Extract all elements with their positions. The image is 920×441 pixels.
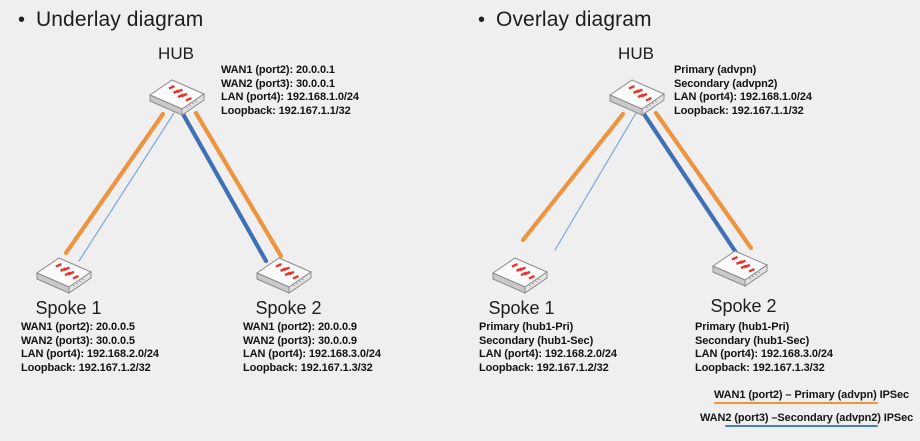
underlay-spoke1-router-icon	[33, 252, 95, 296]
link-hub-spoke2-wan1	[193, 110, 284, 259]
underlay-hub-router-icon	[146, 74, 208, 118]
overlay-spoke1-specs: Primary (hub1-Pri) Secondary (hub1-Sec) …	[479, 321, 617, 375]
spec-line: Loopback: 192.167.1.2/32	[479, 361, 609, 374]
legend-rule-blue	[725, 424, 878, 427]
underlay-heading: • Underlay diagram	[18, 8, 203, 31]
spec-line: LAN (port4): 192.168.1.0/24	[674, 91, 812, 104]
link-hub-spoke1-primary	[520, 111, 626, 243]
spec-line: WAN2 (port3): 30.0.0.9	[243, 334, 357, 347]
underlay-spoke2-specs: WAN1 (port2): 20.0.0.9 WAN2 (port3): 30.…	[243, 321, 381, 375]
spec-line: Primary (advpn)	[674, 64, 757, 76]
spec-line: LAN (port4): 192.168.3.0/24	[243, 348, 381, 361]
bullet-icon: •	[18, 9, 26, 31]
bullet-icon: •	[478, 9, 486, 31]
spec-line: WAN2 (port3): 30.0.0.1	[221, 77, 335, 90]
overlay-spoke2-specs: Primary (hub1-Pri) Secondary (hub1-Sec) …	[695, 321, 833, 375]
overlay-hub-specs: Primary (advpn) Secondary (advpn2) LAN (…	[674, 64, 812, 118]
overlay-spoke1-router-icon	[489, 252, 551, 296]
spec-line: WAN1 (port2): 20.0.0.5	[21, 321, 135, 333]
spec-line: Loopback: 192.167.1.2/32	[21, 361, 151, 374]
overlay-spoke1-label: Spoke 1	[488, 298, 555, 318]
link-hub-spoke1-thin	[554, 112, 637, 251]
spec-line: WAN2 (port3): 30.0.0.5	[21, 334, 135, 347]
spec-line: LAN (port4): 192.168.2.0/24	[479, 348, 617, 361]
spec-line: Loopback: 192.167.1.1/32	[674, 104, 804, 117]
spec-line: WAN1 (port2): 20.0.0.9	[243, 321, 357, 333]
spec-line: Loopback: 192.167.1.3/32	[243, 361, 373, 374]
overlay-hub-label: HUB	[618, 44, 654, 63]
ipsec-legend: WAN1 (port2) – Primary (advpn) IPSec WAN…	[692, 388, 914, 427]
overlay-heading: • Overlay diagram	[478, 8, 652, 31]
link-hub-spoke2-wan2	[180, 111, 269, 264]
spec-line: Secondary (advpn2)	[674, 77, 778, 90]
legend-line-wan1: WAN1 (port2) – Primary (advpn) IPSec	[692, 388, 914, 404]
spec-line: Loopback: 192.167.1.3/32	[695, 361, 825, 374]
link-hub-spoke1-wan1	[63, 111, 166, 256]
spec-line: LAN (port4): 192.168.1.0/24	[221, 91, 359, 104]
overlay-spoke2-router-icon	[709, 245, 771, 289]
legend-line-wan2-text: WAN2 (port3) –Secondary (advpn2) IPSec	[700, 412, 914, 424]
underlay-title: Underlay diagram	[36, 8, 204, 31]
spec-line: LAN (port4): 192.168.2.0/24	[21, 348, 159, 361]
spec-line: Primary (hub1-Pri)	[479, 321, 574, 333]
spec-line: Secondary (hub1-Sec)	[695, 334, 810, 347]
overlay-title: Overlay diagram	[496, 8, 652, 31]
legend-line-wan2: WAN2 (port3) –Secondary (advpn2) IPSec	[692, 411, 914, 427]
legend-rule-orange	[714, 401, 878, 404]
spec-line: WAN1 (port2): 20.0.0.1	[221, 64, 335, 76]
link-hub-spoke2-secondary	[641, 111, 740, 257]
underlay-spoke2-label: Spoke 2	[255, 298, 322, 318]
overlay-hub-router-icon	[606, 74, 668, 118]
panel-overlay: • Overlay diagram HUB	[460, 0, 920, 441]
spec-line: LAN (port4): 192.168.3.0/24	[695, 348, 833, 361]
link-hub-spoke1-thin	[78, 112, 175, 262]
underlay-spoke1-label: Spoke 1	[35, 298, 102, 318]
spec-line: Loopback: 192.167.1.1/32	[221, 104, 351, 117]
spec-line: Secondary (hub1-Sec)	[479, 334, 594, 347]
overlay-spoke2-label: Spoke 2	[710, 296, 777, 316]
underlay-hub-specs: WAN1 (port2): 20.0.0.1 WAN2 (port3): 30.…	[221, 64, 359, 118]
link-hub-spoke2-primary	[653, 110, 754, 251]
underlay-spoke1-specs: WAN1 (port2): 20.0.0.5 WAN2 (port3): 30.…	[21, 321, 159, 375]
underlay-hub-label: HUB	[158, 44, 194, 63]
spec-line: Primary (hub1-Pri)	[695, 321, 790, 333]
underlay-spoke2-router-icon	[253, 252, 315, 296]
panel-underlay: • Underlay diagram HUB	[18, 8, 381, 375]
legend-line-wan1-text: WAN1 (port2) – Primary (advpn) IPSec	[714, 389, 910, 401]
